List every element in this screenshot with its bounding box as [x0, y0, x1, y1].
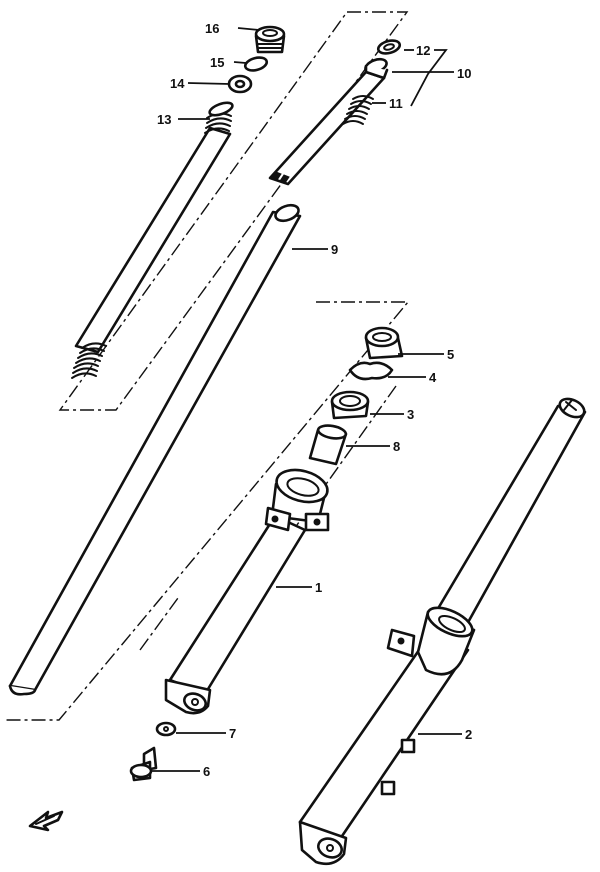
label-6: 6 [203, 764, 210, 779]
washer-part-14 [227, 74, 253, 94]
label-3: 3 [407, 407, 414, 422]
oil-lock-piece-part-8 [308, 424, 348, 466]
label-4: 4 [429, 370, 437, 385]
dust-seal-part-5 [364, 326, 404, 360]
label-5: 5 [447, 347, 454, 362]
label-15: 15 [210, 55, 224, 70]
leader-lines [150, 27, 462, 772]
upper-assembly-frame [58, 11, 409, 411]
label-12: 12 [416, 43, 430, 58]
label-10: 10 [457, 66, 471, 81]
damper-rod-part-10 [268, 57, 389, 186]
o-ring-part-15 [243, 56, 269, 72]
inner-tube-part-9 [8, 203, 302, 696]
label-7: 7 [229, 726, 236, 741]
center-line-b [139, 597, 179, 651]
fork-spring-part-13 [71, 101, 234, 379]
label-16: 16 [205, 21, 219, 36]
clip-part-4 [348, 361, 394, 381]
label-8: 8 [393, 439, 400, 454]
front-arrow-icon [28, 810, 64, 832]
outer-tube-part-1 [164, 468, 330, 715]
label-13: 13 [157, 112, 171, 127]
label-11: 11 [389, 96, 403, 111]
label-14: 14 [170, 76, 185, 91]
outer-tube-part-2 [298, 397, 587, 866]
gasket-part-7 [155, 721, 177, 737]
oil-seal-part-3 [330, 390, 370, 420]
ring-part-12 [376, 39, 402, 55]
cap-bolt-part-16 [254, 25, 286, 54]
label-9: 9 [331, 242, 338, 257]
label-2: 2 [465, 727, 472, 742]
lower-assembly-frame [5, 301, 410, 721]
drain-bolt-part-6 [129, 746, 158, 782]
rebound-spring-part-11 [342, 95, 374, 125]
label-1: 1 [315, 580, 322, 595]
